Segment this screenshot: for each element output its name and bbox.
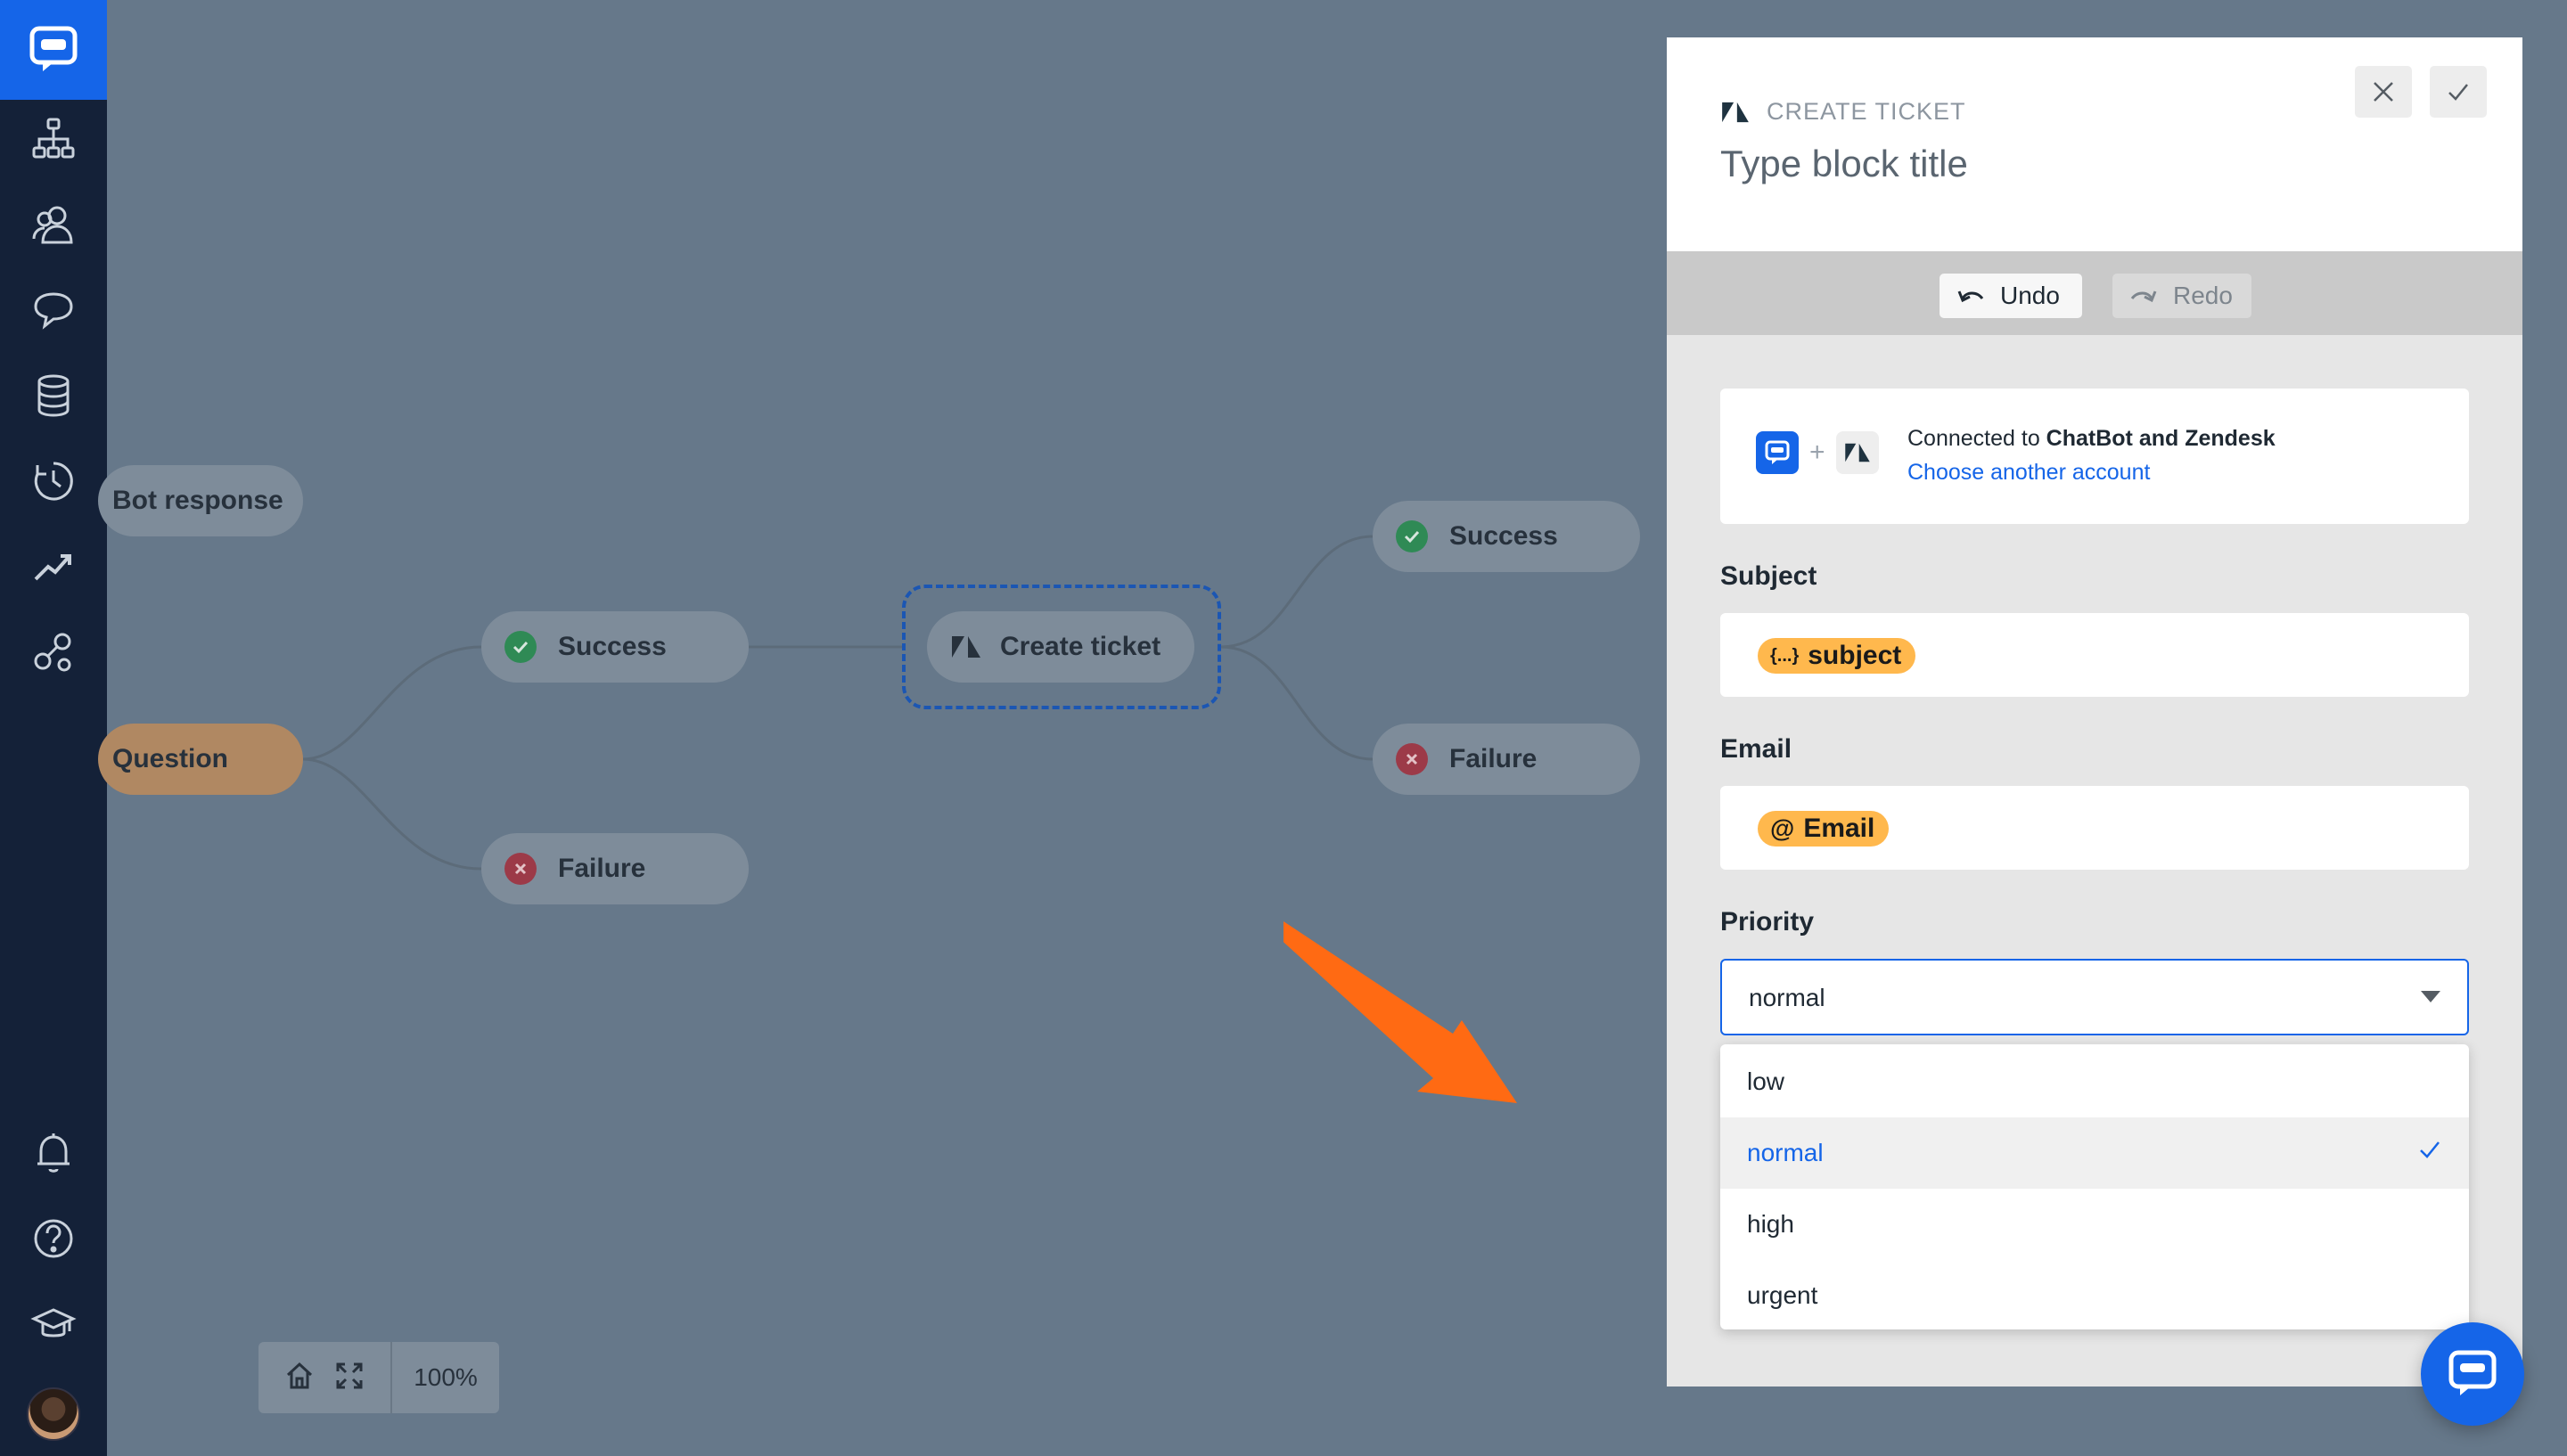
- option-label: normal: [1747, 1139, 1824, 1166]
- help-icon[interactable]: [27, 1212, 80, 1265]
- block-kind: CREATE TICKET: [1720, 98, 1966, 126]
- node-success-1[interactable]: Success: [481, 611, 749, 683]
- check-icon: [2447, 80, 2470, 103]
- dropdown-option-high[interactable]: high: [1720, 1189, 2469, 1260]
- sidebar: [0, 0, 107, 1456]
- chat-bubbles-icon[interactable]: [27, 283, 80, 337]
- node-question[interactable]: Question: [98, 724, 303, 795]
- choose-account-link[interactable]: Choose another account: [1907, 460, 2151, 485]
- connection-status: Connected to ChatBot and Zendesk: [1907, 426, 2276, 452]
- redo-button[interactable]: Redo: [2112, 274, 2251, 318]
- dropdown-option-low[interactable]: low: [1720, 1046, 2469, 1117]
- attribute-chip[interactable]: @ Email: [1758, 811, 1890, 847]
- subject-label: Subject: [1720, 561, 1817, 591]
- option-label: urgent: [1747, 1281, 1818, 1309]
- connection-prefix: Connected to: [1907, 426, 2040, 451]
- node-label: Bot response: [112, 486, 283, 515]
- attribute-chip[interactable]: {...} subject: [1758, 638, 1916, 674]
- node-label: Failure: [1449, 744, 1538, 773]
- priority-label: Priority: [1720, 907, 1815, 937]
- undo-label: Undo: [2000, 282, 2060, 309]
- undo-button[interactable]: Undo: [1940, 274, 2082, 318]
- avatar[interactable]: [27, 1387, 80, 1441]
- priority-dropdown: low normal high urgent: [1720, 1044, 2469, 1329]
- option-label: high: [1747, 1210, 1794, 1238]
- chip-label: subject: [1808, 641, 1902, 670]
- dropdown-option-normal[interactable]: normal: [1720, 1117, 2469, 1189]
- x-circle-icon: [1396, 743, 1428, 775]
- email-label: Email: [1720, 734, 1792, 764]
- priority-select[interactable]: normal: [1720, 959, 2469, 1035]
- home-icon[interactable]: [284, 1361, 315, 1395]
- node-label: Success: [1449, 521, 1558, 551]
- block-title-input[interactable]: Type block title: [1720, 143, 1968, 184]
- fit-screen-icon[interactable]: [334, 1361, 365, 1395]
- flow-canvas[interactable]: Bot response Question Success Failure Cr…: [98, 0, 1667, 1456]
- undo-icon: [1957, 286, 2000, 306]
- email-field[interactable]: @ Email: [1720, 786, 2469, 870]
- zendesk-icon: [950, 634, 982, 659]
- redo-icon: [2130, 286, 2173, 306]
- redo-label: Redo: [2173, 282, 2233, 309]
- check-circle-icon: [1396, 520, 1428, 552]
- academy-cap-icon[interactable]: [27, 1297, 80, 1351]
- connection-card: + Connected to ChatBot and Zendesk Choos…: [1720, 389, 2469, 524]
- database-icon[interactable]: [27, 369, 80, 422]
- confirm-button[interactable]: [2430, 66, 2487, 118]
- attribute-braces-icon: {...}: [1770, 645, 1800, 666]
- history-clock-icon[interactable]: [27, 454, 80, 508]
- node-create-ticket[interactable]: Create ticket: [927, 611, 1194, 683]
- check-icon: [2417, 1137, 2442, 1168]
- connector-lines: [302, 535, 1374, 871]
- node-label: Failure: [558, 854, 646, 883]
- block-settings-panel: CREATE TICKET Type block title Undo Redo…: [1667, 37, 2522, 1386]
- caret-down-icon: [2421, 991, 2440, 1002]
- zendesk-icon: [1720, 101, 1767, 124]
- audience-users-icon[interactable]: [27, 198, 80, 251]
- chat-widget-button[interactable]: [2421, 1322, 2524, 1426]
- dropdown-option-urgent[interactable]: urgent: [1720, 1260, 2469, 1331]
- stories-tree-icon[interactable]: [27, 112, 80, 166]
- close-icon: [2372, 80, 2395, 103]
- node-failure-2[interactable]: Failure: [1373, 724, 1640, 795]
- close-button[interactable]: [2355, 66, 2412, 118]
- zoom-controls: 100%: [258, 1342, 499, 1413]
- node-label: Question: [112, 744, 229, 773]
- chatbot-logo-icon[interactable]: [0, 0, 107, 100]
- node-success-2[interactable]: Success: [1373, 501, 1640, 572]
- at-sign-icon: @: [1770, 814, 1795, 842]
- annotation-arrow: [1284, 921, 1517, 1103]
- node-label: Success: [558, 632, 667, 661]
- integrations-icon[interactable]: [27, 626, 80, 679]
- x-circle-icon: [504, 853, 537, 885]
- priority-value: normal: [1749, 984, 1825, 1011]
- node-label: Create ticket: [1000, 632, 1161, 661]
- block-kind-label: CREATE TICKET: [1767, 98, 1966, 125]
- node-failure-1[interactable]: Failure: [481, 833, 749, 904]
- bell-icon[interactable]: [27, 1126, 80, 1180]
- node-bot-response[interactable]: Bot response: [98, 465, 303, 536]
- option-label: low: [1747, 1067, 1785, 1095]
- chatbot-icon: [1756, 431, 1799, 474]
- selected-block-outline: [902, 585, 1221, 709]
- plus-sign: +: [1809, 438, 1825, 467]
- undo-redo-toolbar: Undo Redo: [1667, 251, 2522, 335]
- reports-chart-icon[interactable]: [27, 540, 80, 593]
- zoom-level: 100%: [414, 1363, 478, 1391]
- panel-header: CREATE TICKET Type block title: [1667, 37, 2522, 251]
- chip-label: Email: [1803, 814, 1875, 843]
- check-circle-icon: [504, 631, 537, 663]
- connected-accounts: ChatBot and Zendesk: [2046, 426, 2276, 451]
- subject-field[interactable]: {...} subject: [1720, 613, 2469, 697]
- zendesk-icon: [1835, 431, 1879, 474]
- chat-icon: [2446, 1347, 2499, 1401]
